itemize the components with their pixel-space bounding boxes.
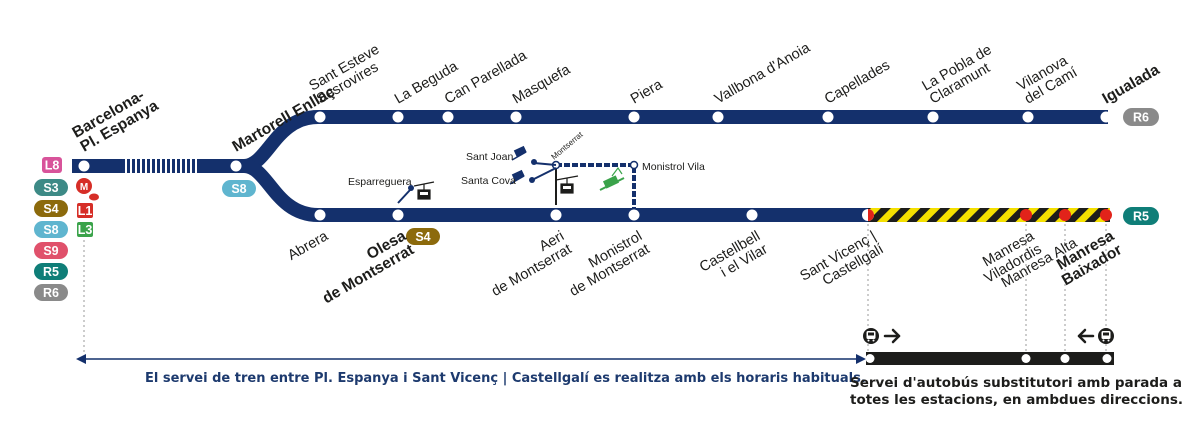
station-label-monistrol: Monistrolde Montserrat	[560, 228, 653, 300]
svg-text:Igualada: Igualada	[1100, 61, 1163, 107]
station-label-igualada: Igualada	[1100, 61, 1163, 107]
badge-s8-martorell: S8	[222, 180, 256, 197]
branch-labels: Esparreguera Sant Joan Santa Cova Montse…	[348, 130, 705, 188]
svg-text:S4: S4	[43, 202, 58, 216]
station-dots-upper	[314, 111, 1112, 123]
station-label-piera: Piera	[628, 76, 666, 107]
line-legend: L8 S3 S4 S8 S9 R5 R6 M	[34, 157, 99, 301]
station-label-capellades: Capellades	[822, 57, 893, 107]
station-dots-bus	[1020, 209, 1112, 221]
svg-text:S8: S8	[231, 182, 246, 196]
svg-text:R6: R6	[1133, 111, 1149, 125]
label-montserrat: Montserrat	[550, 130, 586, 162]
arrow-right-icon	[883, 328, 901, 344]
label-sant-joan: Sant Joan	[466, 151, 513, 163]
badge-r6: R6	[34, 284, 68, 301]
labels-trunk: Barcelona-Pl. Espanya Martorell Enllaç	[70, 83, 339, 156]
badge-s3: S3	[34, 179, 68, 196]
badge-r5-end: R5	[1123, 207, 1159, 225]
interrupted-section	[868, 208, 1110, 222]
badge-s4-olesa: S4	[406, 228, 440, 245]
bus-note-line-1: Servei d'autobús substitutori amb parada…	[850, 375, 1182, 391]
cable-car-icon	[555, 175, 579, 194]
station-dot-sant-joan	[531, 159, 537, 165]
svg-text:S3: S3	[43, 181, 58, 195]
svg-text:R6: R6	[43, 286, 59, 300]
station-label-pl-espanya: Barcelona-Pl. Espanya	[70, 83, 162, 156]
trunk-hatch-lines	[125, 159, 197, 173]
badge-l8: L8	[42, 157, 62, 173]
svg-text:L1: L1	[78, 204, 93, 218]
bus-icon	[1098, 328, 1114, 344]
station-label-abrera: Abrera	[285, 228, 332, 264]
svg-text:L3: L3	[78, 223, 93, 237]
badge-s4: S4	[34, 200, 68, 217]
svg-text:Monistrolde Montserrat: Monistrolde Montserrat	[560, 228, 653, 300]
svg-text:Barcelona-Pl. Espanya: Barcelona-Pl. Espanya	[70, 83, 162, 155]
bus-note-line-2: totes les estacions, en ambdues direccio…	[850, 392, 1183, 408]
svg-text:Vallbona d'Anoia: Vallbona d'Anoia	[712, 39, 814, 107]
station-label-aeri: Aeride Montserrat	[482, 228, 575, 300]
train-service-span	[76, 354, 866, 364]
svg-text:Masquefa: Masquefa	[510, 61, 574, 107]
metro-icon: M	[76, 178, 99, 201]
svg-text:Piera: Piera	[628, 76, 666, 107]
esparreguera-link	[397, 185, 414, 204]
rack-railway-icon	[599, 166, 625, 191]
bus-icon	[863, 328, 879, 344]
badge-r5: R5	[34, 263, 68, 280]
arrow-left-icon	[1077, 328, 1095, 344]
station-label-manresa-baixador: ManresaBaixador	[1051, 227, 1125, 289]
funicular-lines	[531, 162, 557, 181]
badge-s9: S9	[34, 242, 68, 259]
station-dot-monistrol-vila	[629, 160, 639, 170]
label-line: de Montserrat	[489, 241, 574, 300]
station-dot-santa-cova	[529, 177, 535, 183]
station-label-vilanova: Vilanovadel Camí	[1015, 52, 1081, 108]
svg-text:S4: S4	[415, 230, 430, 244]
station-dots-lower	[314, 209, 758, 221]
train-service-note: El servei de tren entre Pl. Espanya i Sa…	[145, 371, 866, 386]
cable-car-icon	[413, 181, 435, 200]
svg-text:Abrera: Abrera	[285, 228, 332, 264]
bus-replacement-bar	[865, 352, 1114, 365]
badge-r6-end: R6	[1123, 108, 1159, 126]
labels-upper: Sant EsteveSesrovires La Beguda Can Pare…	[307, 39, 1163, 107]
station-label-sant-vicenc: Sant Vicenç |Castellgalí	[797, 228, 886, 297]
station-label-la-pobla: La Pobla deClaramunt	[920, 42, 1003, 108]
svg-text:S9: S9	[43, 244, 58, 258]
svg-text:ManresaBaixador: ManresaBaixador	[1051, 227, 1125, 289]
funicular-icon	[509, 169, 525, 185]
svg-text:Vilanovadel Camí: Vilanovadel Camí	[1015, 52, 1081, 108]
station-label-castellbell: Castellbelli el Vilar	[697, 228, 771, 288]
station-dots-trunk	[78, 160, 242, 172]
svg-text:Capellades: Capellades	[822, 57, 893, 107]
svg-text:R5: R5	[43, 265, 59, 279]
svg-text:Aeride Montserrat: Aeride Montserrat	[482, 228, 575, 300]
svg-text:Castellbelli el Vilar: Castellbelli el Vilar	[697, 228, 771, 288]
station-label-masquefa: Masquefa	[510, 61, 574, 107]
badge-l3: L3	[77, 222, 93, 237]
label-monistrol-vila: Monistrol Vila	[642, 161, 705, 173]
svg-text:La Pobla deClaramunt: La Pobla deClaramunt	[920, 42, 1003, 108]
svg-text:M: M	[80, 182, 88, 193]
svg-text:R5: R5	[1133, 210, 1149, 224]
svg-text:Sant Vicenç |Castellgalí: Sant Vicenç |Castellgalí	[797, 228, 886, 297]
svg-text:S8: S8	[43, 223, 58, 237]
funicular-icon	[511, 145, 527, 161]
label-esparreguera: Esparreguera	[348, 176, 412, 188]
badge-s8: S8	[34, 221, 68, 238]
label-santa-cova: Santa Cova	[461, 175, 516, 187]
station-label-vallbona: Vallbona d'Anoia	[712, 39, 814, 107]
badge-l1: L1	[77, 203, 93, 218]
station-dot-sant-vicenc	[862, 209, 874, 221]
svg-text:L8: L8	[45, 159, 60, 173]
